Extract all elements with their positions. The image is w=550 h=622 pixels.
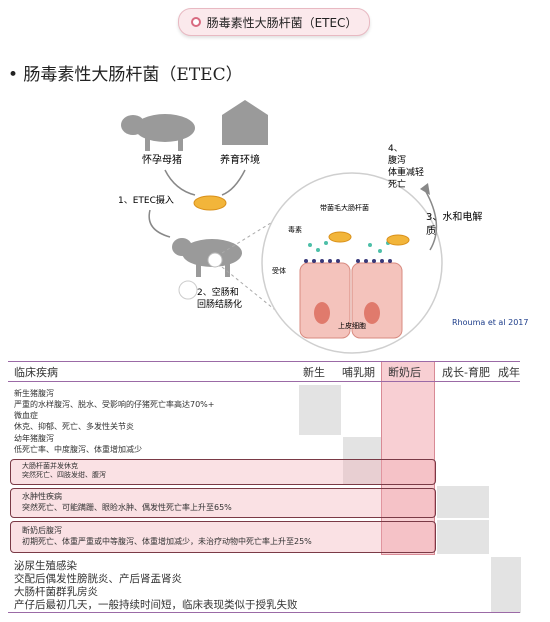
table-row: 断奶后腹泻 初期死亡、体重严重或中等腹泻、体重增加减少，未治疗动物中死亡率上升至… <box>22 526 312 546</box>
table-header-rule <box>8 381 520 382</box>
epithelial-cells <box>299 262 403 339</box>
label-step3-b: 质 <box>426 225 436 237</box>
row-box-edema <box>10 488 436 518</box>
step2-marker <box>178 280 198 300</box>
bacteria-icon <box>193 195 227 211</box>
zoom-line-bottom <box>221 266 301 331</box>
piglet-icon <box>172 238 242 277</box>
row-box-pwd <box>10 521 436 553</box>
barn-icon <box>222 100 268 145</box>
cell-adult-row6 <box>491 557 521 613</box>
table-bottom-rule <box>8 612 520 613</box>
label-step4-b: 腹泻 <box>388 154 406 166</box>
col-header-disease: 临床疾病 <box>14 366 58 379</box>
col-header-newborn: 新生 <box>303 366 325 379</box>
label-epithelium: 上皮细胞 <box>338 321 366 330</box>
slide-title: 肠毒素性大肠杆菌（ETEC） <box>206 15 358 30</box>
toxin-dots <box>308 241 390 253</box>
arrow-sow <box>164 169 196 196</box>
label-step3-a: 3、水和电解 <box>426 210 482 223</box>
cell-lactation-row2 <box>343 437 381 459</box>
label-step4-d: 死亡 <box>388 178 406 190</box>
table-row: 水肿性疾病 突然死亡、可能蹒跚、眼睑水肿、偶发性死亡率上升至65% <box>22 492 232 512</box>
table-row: 泌尿生殖感染 交配后偶发性膀胱炎、产后肾盂肾炎 大肠杆菌群乳房炎 产仔后最初几天… <box>14 560 298 611</box>
arrow-head <box>420 183 430 195</box>
arrow-env <box>221 169 246 196</box>
col-header-postweaning: 断奶后 <box>388 366 421 379</box>
label-sow: 怀孕母猪 <box>142 154 182 166</box>
table-row: 新生猪腹泻 严重的水样腹泻、脱水、受影响的仔猪死亡率高达70%+ 微血症 休克、… <box>14 389 215 431</box>
cell-lactation-row3 <box>343 460 381 484</box>
sow-icon <box>121 114 195 151</box>
label-step4-c: 体重减轻 <box>388 166 424 178</box>
table-row: 幼年猪腹泻 低死亡率、中度腹泻、体重增加减少 <box>14 434 142 454</box>
label-toxin: 毒素 <box>288 225 302 234</box>
col-header-lactation: 哺乳期 <box>342 366 375 379</box>
receptor-dots <box>304 259 392 263</box>
etec-pathogenesis-figure: 怀孕母猪 养育环境 1、ETEC摄入 2、空肠和 回肠结肠化 <box>118 100 528 354</box>
table-row: 大肠杆菌并发休克 突然死亡、四肢发绀、腹泻 <box>22 462 106 479</box>
bullet-icon <box>190 17 201 27</box>
cell-growing-row4 <box>437 486 489 518</box>
label-step2-a: 2、空肠和 <box>197 286 239 298</box>
bacterium-icon <box>328 231 352 243</box>
col-header-growing: 成长-育肥 <box>442 366 490 379</box>
bacterium-icon <box>386 234 410 246</box>
label-step4-a: 4、 <box>388 144 403 154</box>
arrow-ingest <box>148 209 171 238</box>
label-env: 养育环境 <box>220 153 260 166</box>
cell-growing-row5 <box>437 520 489 554</box>
cell-newborn-row1 <box>299 385 341 435</box>
label-fimbriae: 带菌毛大肠杆菌 <box>320 203 369 212</box>
col-header-adult: 成年 <box>498 366 520 379</box>
table-top-rule <box>8 361 520 362</box>
section-heading: • 肠毒素性大肠杆菌（ETEC） <box>8 65 243 85</box>
label-receptor: 受体 <box>272 266 286 275</box>
label-step1: 1、ETEC摄入 <box>118 194 174 206</box>
slide-title-pill: 肠毒素性大肠杆菌（ETEC） <box>178 8 370 36</box>
label-step2-b: 回肠结肠化 <box>197 298 242 310</box>
arrow-outcome <box>424 189 438 251</box>
citation: Rhouma et al 2017 <box>452 318 528 327</box>
row-box-shock <box>10 459 436 485</box>
